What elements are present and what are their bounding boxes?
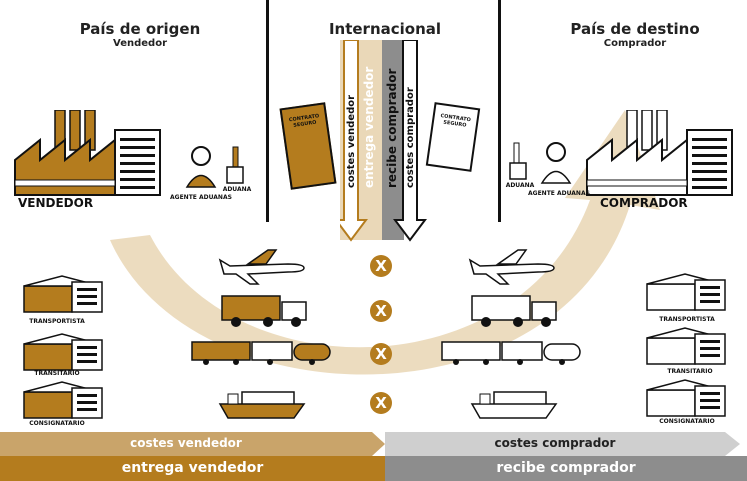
x-mark-2: X [370,300,392,322]
x-mark-4: X [370,392,392,414]
right-party-3: CONSIGNATARIO [659,418,715,425]
warehouse-left-1-icon [23,275,103,313]
customs-label-left: ADUANA [222,186,252,193]
warehouse-right-2-icon [646,327,726,365]
divider-left [266,0,269,222]
train-right-icon [441,341,581,365]
left-party-3: CONSIGNATARIO [29,420,85,427]
intl-arrow-entrega-vendedor: entrega vendedor [362,66,376,188]
x-mark-1: X [370,255,392,277]
seller-factory-icon [14,110,161,196]
warehouse-right-1-icon [646,273,726,311]
ship-left-icon [218,391,306,419]
intl-title: Internacional [328,20,442,38]
right-party-2: TRANSITARIO [667,368,713,375]
dest-title: País de destino [570,20,700,38]
agent-customs-left-icon [185,146,244,188]
x-mark-3: X [370,343,392,365]
bottom-bars [0,432,747,481]
bottom-left-bottom: entrega vendedor [121,460,264,476]
plane-left-icon [218,249,305,285]
ship-right-icon [470,391,558,419]
train-left-icon [191,341,331,365]
left-party-1: TRANSPORTISTA [29,318,85,325]
plane-right-icon [468,249,555,285]
divider-right [498,0,501,222]
intl-arrow-costes-comprador: costes comprador [405,87,416,188]
agent-customs-right-icon [509,142,572,184]
warehouse-right-3-icon [646,379,726,417]
bottom-right-bottom: recibe comprador [496,460,636,476]
agent-label-right: AGENTE ADUANAS [528,190,590,197]
agent-label-left: AGENTE ADUANAS [170,194,232,201]
bottom-right-top: costes comprador [494,436,616,450]
intl-arrow-recibe-comprador: recibe comprador [385,68,399,188]
intl-arrows [340,40,427,242]
buyer-label: COMPRADOR [600,196,688,210]
warehouse-left-2-icon [23,333,103,371]
contract-doc-right: CONTRATO SEGURO [425,102,481,172]
seller-label: VENDEDOR [18,196,94,210]
origin-subtitle: Vendedor [113,38,167,49]
customs-label-right: ADUANA [505,182,535,189]
dest-subtitle: Comprador [603,38,667,49]
left-party-2: TRANSITARIO [34,370,80,377]
origin-title: País de origen [79,20,201,38]
truck-right-icon [471,295,557,327]
right-party-1: TRANSPORTISTA [659,316,715,323]
warehouse-left-3-icon [23,381,103,419]
bottom-left-top: costes vendedor [130,436,242,450]
buyer-factory-icon [586,110,733,196]
intl-arrow-costes-vendedor: costes vendedor [346,94,357,188]
truck-left-icon [221,295,307,327]
